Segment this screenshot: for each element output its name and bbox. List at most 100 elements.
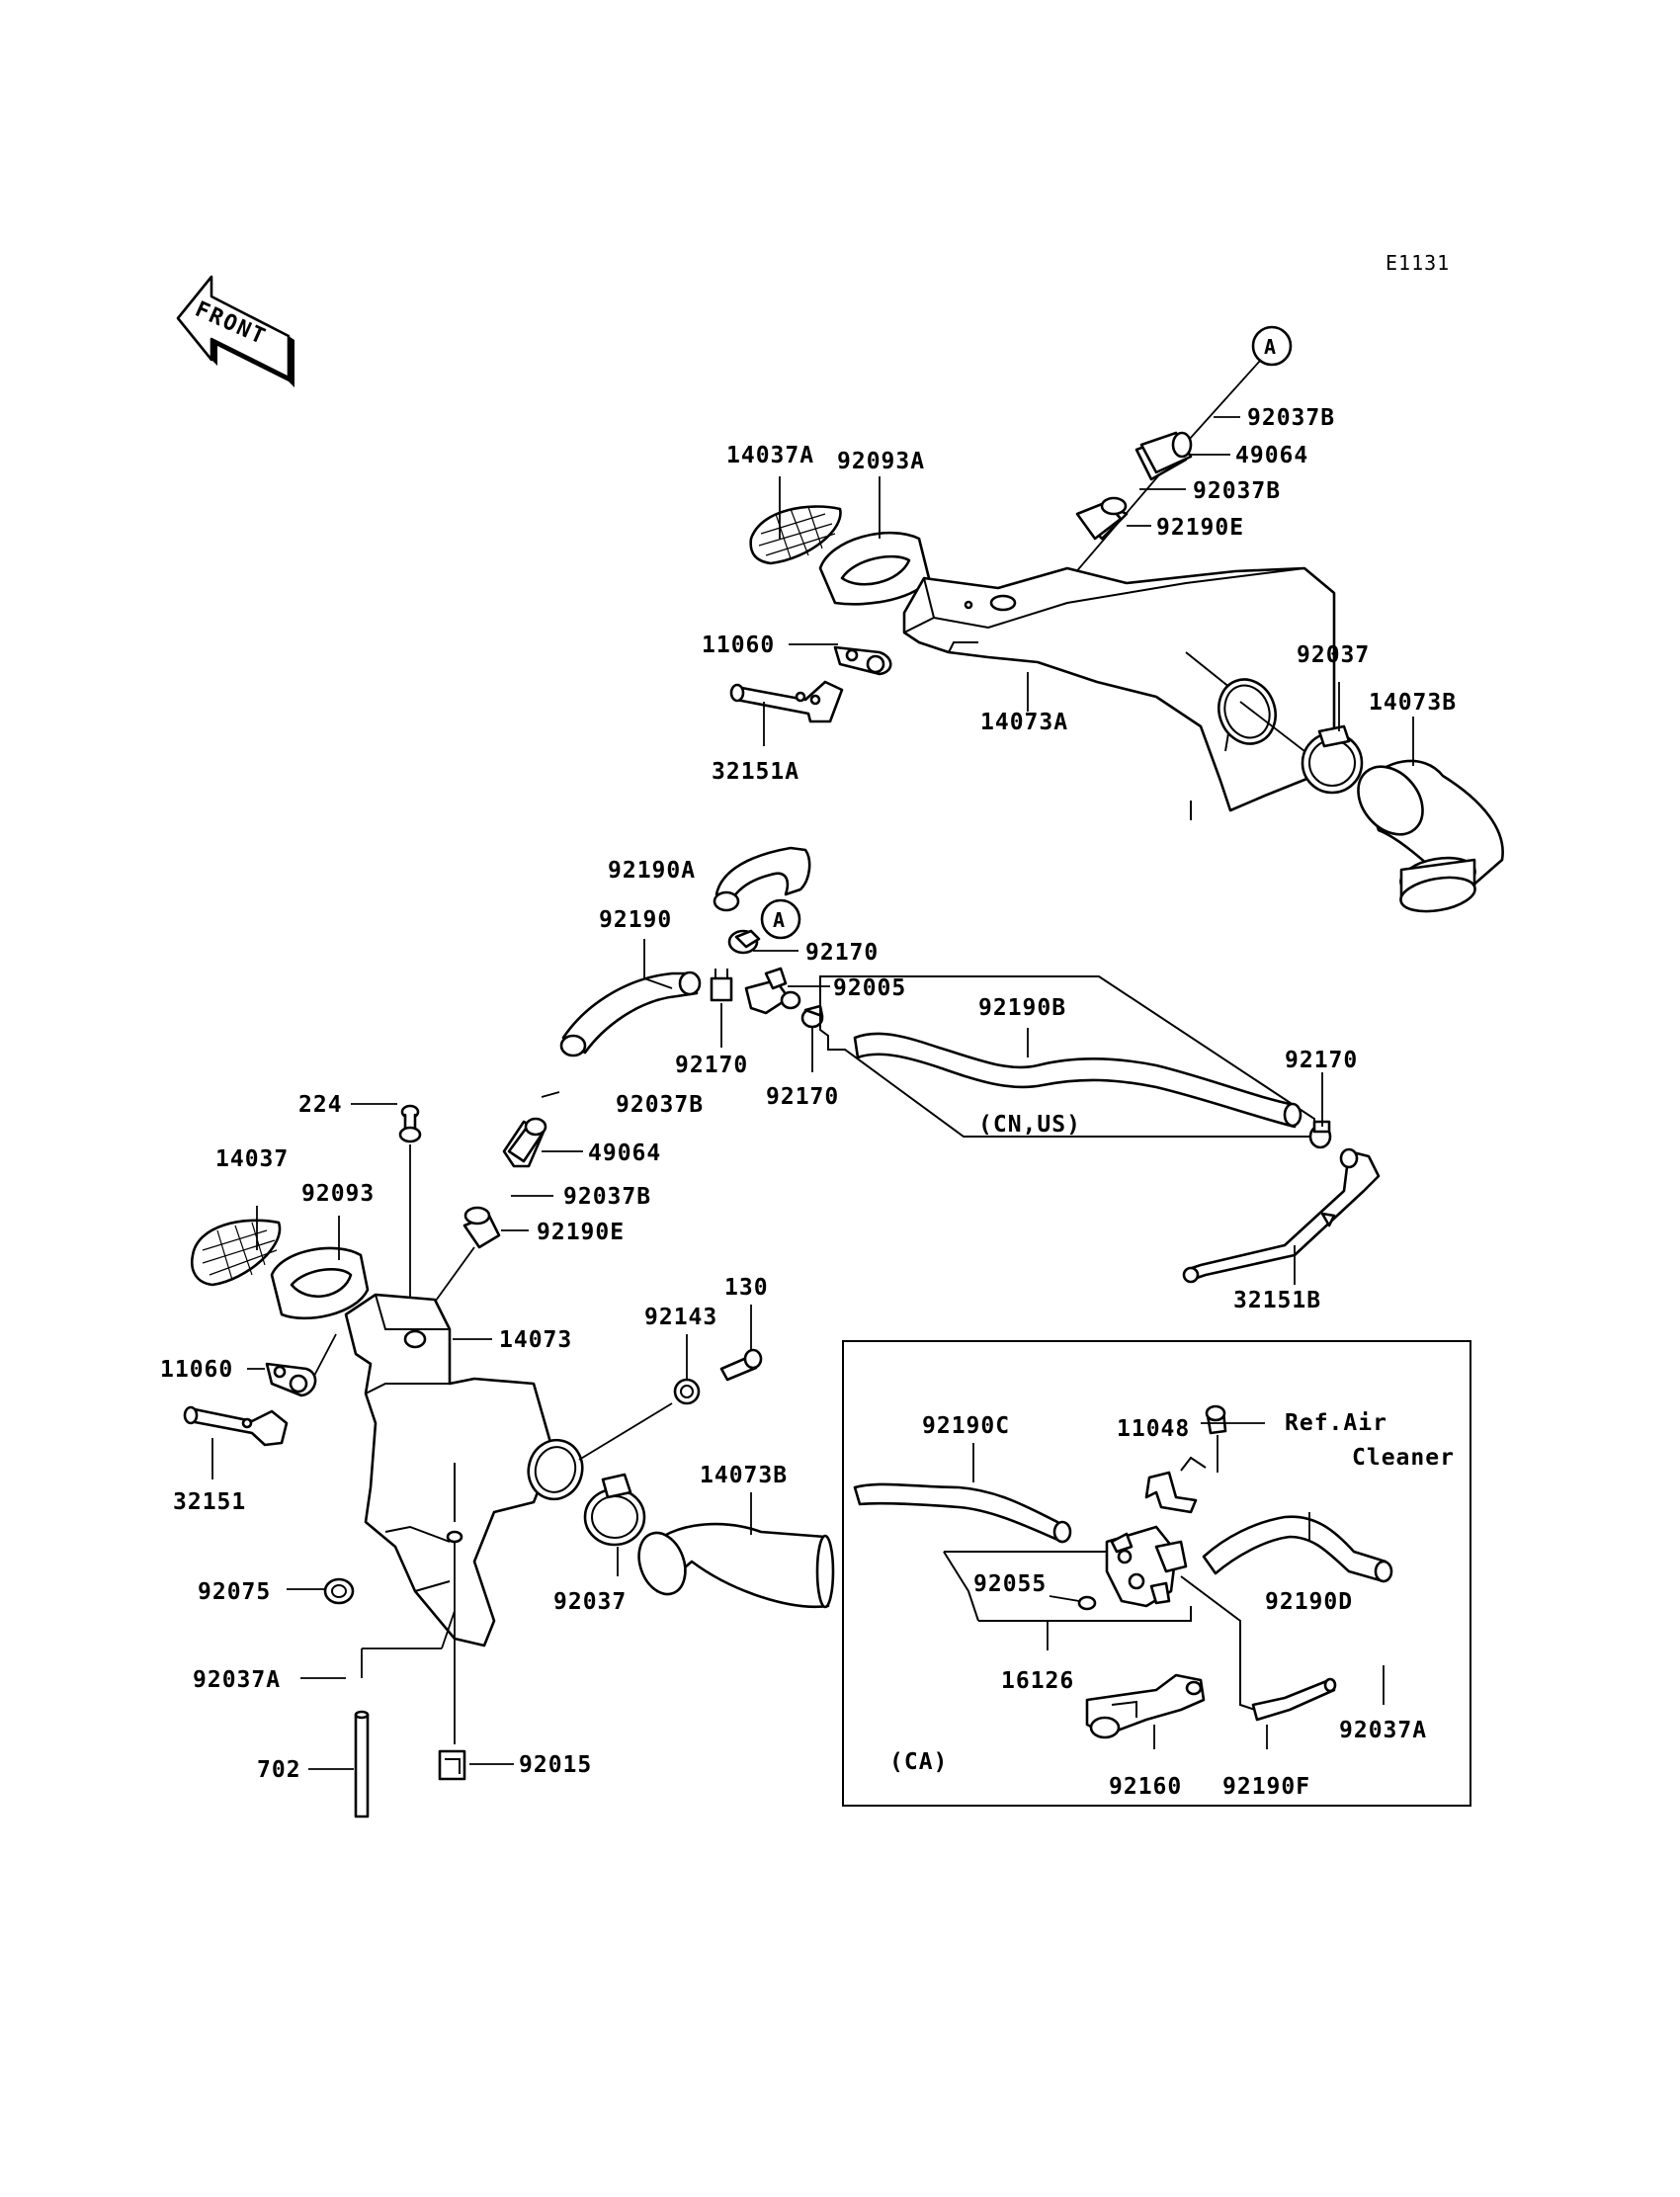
pipe-32151 <box>183 1405 289 1447</box>
filter-mesh-14037a <box>749 505 842 565</box>
screw-224 <box>398 1104 422 1143</box>
label-14073: 14073 <box>499 1327 572 1353</box>
label-92190c: 92190C <box>922 1413 1010 1439</box>
hose-92190f <box>1180 1575 1337 1722</box>
label-32151: 32151 <box>173 1489 246 1515</box>
label-92055: 92055 <box>973 1571 1047 1597</box>
pipe-32151b <box>1182 1147 1381 1284</box>
part-number-labels: 92037B 49064 92037B 92190E 14037A 92093A… <box>160 405 1456 1800</box>
label-92093a: 92093A <box>837 449 925 474</box>
leader-lines <box>211 416 1414 1770</box>
front-arrow-icon: FRONT <box>176 275 294 387</box>
ca-region-box <box>842 1340 1471 1807</box>
clip-92170-2 <box>710 969 733 1002</box>
label-92037b-1: 92037B <box>1247 405 1335 431</box>
clamp-92037-lower <box>583 1473 646 1547</box>
valve-16126 <box>1105 1525 1188 1608</box>
figure-code: E1131 <box>1386 251 1450 275</box>
clip-92170-3 <box>800 1004 824 1029</box>
label-92190: 92190 <box>599 907 672 933</box>
label-cn-us: (CN,US) <box>978 1112 1081 1138</box>
label-16126: 16126 <box>1001 1668 1074 1694</box>
hose-92190e-mid <box>462 1206 501 1249</box>
seal-92093a <box>818 531 931 606</box>
label-92190d: 92190D <box>1265 1589 1353 1615</box>
label-92037b-4: 92037B <box>563 1184 651 1210</box>
air-box-14073 <box>344 1293 584 1648</box>
label-92015: 92015 <box>519 1752 592 1778</box>
hose-92190b <box>853 1032 1302 1129</box>
label-702: 702 <box>257 1757 301 1783</box>
label-11048: 11048 <box>1117 1416 1190 1442</box>
label-32151a: 32151A <box>712 759 799 785</box>
reference-marker-a: A <box>1251 325 1293 367</box>
label-92170-4: 92170 <box>1285 1048 1358 1073</box>
filter-mesh-14037 <box>191 1219 282 1287</box>
label-92037-1: 92037 <box>1297 642 1370 668</box>
hose-92190a <box>713 846 811 912</box>
clamp-92037-top <box>1301 724 1364 795</box>
reference-marker-a-2: A <box>760 898 801 940</box>
bracket-11060-left <box>265 1362 317 1397</box>
label-14073b-2: 14073B <box>700 1463 788 1488</box>
bolt-11048 <box>1205 1404 1227 1435</box>
cn-us-region-box <box>819 975 1315 1138</box>
bolt-130 <box>719 1348 763 1382</box>
label-14073a: 14073A <box>980 710 1068 735</box>
label-92170-1: 92170 <box>805 940 879 966</box>
label-cleaner: Cleaner <box>1352 1445 1455 1471</box>
label-92037a-2: 92037A <box>1339 1718 1427 1743</box>
label-92005: 92005 <box>833 975 906 1001</box>
clip-92170-1 <box>727 929 761 955</box>
label-92037a-1: 92037A <box>193 1667 281 1693</box>
bracket-11048 <box>1144 1456 1207 1514</box>
label-49064-2: 49064 <box>588 1141 661 1166</box>
label-92093: 92093 <box>301 1181 375 1207</box>
label-130: 130 <box>724 1275 769 1301</box>
label-92190f: 92190F <box>1222 1774 1310 1800</box>
marker-a-2-text: A <box>773 908 785 932</box>
elbow-14073b-top <box>1357 759 1504 913</box>
label-92190e-2: 92190E <box>537 1220 625 1245</box>
label-224: 224 <box>298 1092 343 1118</box>
tube-702 <box>354 1710 370 1818</box>
label-14037a: 14037A <box>726 443 814 468</box>
joint-92005 <box>744 967 801 1015</box>
label-92170-3: 92170 <box>766 1084 839 1110</box>
label-92037b-2: 92037B <box>1193 478 1281 504</box>
label-92170-2: 92170 <box>675 1053 748 1078</box>
bracket-11060-top <box>833 645 892 676</box>
seal-92093 <box>270 1246 370 1320</box>
oring-92055 <box>1077 1595 1097 1611</box>
label-92143: 92143 <box>644 1305 717 1330</box>
label-ref-air: Ref.Air <box>1285 1410 1387 1436</box>
valve-assembly-bracket <box>943 1551 1192 1622</box>
air-box-14073a <box>902 566 1336 820</box>
clip-92015 <box>438 1749 466 1781</box>
label-92037b-3: 92037B <box>616 1092 704 1118</box>
marker-a-text: A <box>1264 335 1276 359</box>
label-32151b: 32151B <box>1233 1288 1321 1313</box>
label-49064-1: 49064 <box>1235 443 1308 468</box>
grommet-92143 <box>673 1378 701 1405</box>
label-92037-2: 92037 <box>553 1589 627 1615</box>
label-92075: 92075 <box>198 1579 271 1605</box>
label-11060-1: 11060 <box>702 633 775 658</box>
connector-49064-mid <box>502 1117 547 1168</box>
label-11060-2: 11060 <box>160 1357 233 1383</box>
clip-92170-4 <box>1308 1120 1332 1149</box>
pipe-32151a <box>729 680 844 723</box>
hose-92190e-top <box>1075 496 1129 541</box>
label-92190b: 92190B <box>978 995 1066 1021</box>
label-ca: (CA) <box>889 1749 948 1775</box>
grommet-92075 <box>323 1577 355 1605</box>
hose-92190 <box>559 971 702 1057</box>
elbow-14073b-lower <box>637 1522 835 1609</box>
hose-92190c <box>853 1482 1072 1544</box>
bracket-92160 <box>1085 1673 1206 1739</box>
hose-92190d <box>1202 1515 1393 1583</box>
label-14037: 14037 <box>215 1146 289 1172</box>
label-92190e-1: 92190E <box>1156 515 1244 541</box>
label-92190a: 92190A <box>608 858 696 884</box>
